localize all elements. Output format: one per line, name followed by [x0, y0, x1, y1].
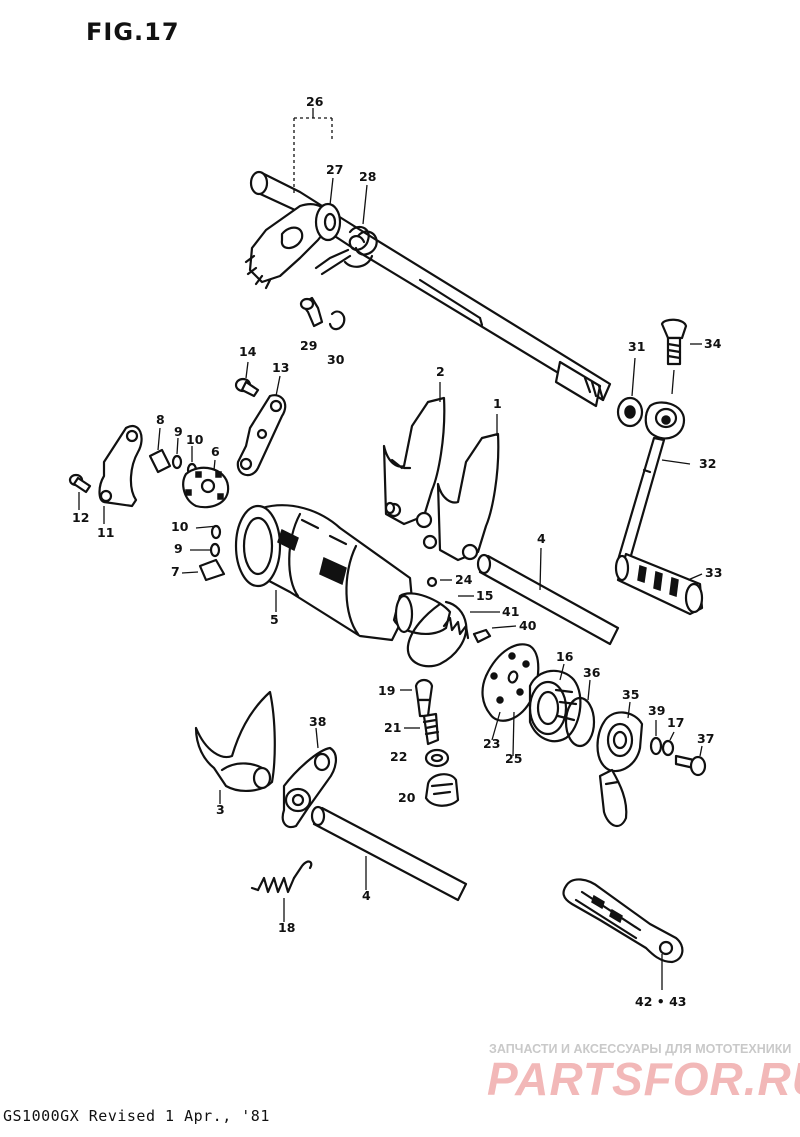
callout-24: 24 [455, 572, 473, 587]
callout-33: 33 [705, 565, 723, 580]
spring-41 [442, 616, 470, 640]
callout-15: 15 [476, 588, 494, 603]
spring-10b [210, 524, 222, 540]
figure-title: FIG.17 [86, 18, 180, 46]
pawl-20 [424, 773, 460, 807]
circlip-15 [406, 600, 468, 668]
bolt-34 [660, 318, 688, 366]
callout-28: 28 [359, 169, 377, 184]
callout-19: 19 [378, 683, 396, 698]
callout-30: 30 [327, 352, 345, 367]
gearshift-cam-5 [234, 504, 452, 642]
callout-42-43: 42 • 43 [635, 994, 687, 1009]
callout-18: 18 [278, 920, 296, 935]
washer-38 [661, 739, 675, 757]
callout-16: 16 [556, 649, 574, 664]
bearing-16 [528, 669, 582, 743]
clip-30 [328, 310, 346, 331]
stopper-plate-11 [98, 425, 143, 508]
callout-9b: 9 [174, 541, 183, 556]
pin-24 [426, 576, 438, 588]
callout-40: 40 [519, 618, 537, 633]
callout-38: 17 [667, 715, 685, 730]
pedal-rubber-33 [614, 552, 704, 616]
callout-29: 29 [300, 338, 318, 353]
callout-35: 35 [622, 687, 640, 702]
shift-fork-1 [422, 432, 500, 562]
callout-14: 14 [239, 344, 257, 359]
callout-12: 12 [72, 510, 90, 525]
callout-17: 38 [309, 714, 327, 729]
shift-lever-32 [616, 401, 686, 568]
bolt-21 [422, 712, 440, 746]
callout-31: 31 [628, 339, 646, 354]
shift-fork-2 [382, 396, 446, 529]
plate-13 [236, 394, 287, 477]
stopper-7 [198, 558, 226, 582]
bolt-19 [414, 678, 434, 718]
callout-20: 20 [398, 790, 416, 805]
shift-lever-17 [281, 746, 337, 829]
callout-9: 9 [174, 424, 183, 439]
callout-1: 1 [493, 396, 502, 411]
callout-39: 39 [648, 703, 666, 718]
washer-31 [616, 396, 644, 428]
callout-36: 36 [583, 665, 601, 680]
watermark-logo: PARTSFOR.RU [487, 1053, 800, 1105]
callout-7: 7 [171, 564, 180, 579]
callout-25: 25 [505, 751, 523, 766]
washer-39 [649, 736, 663, 756]
callout-5: 5 [270, 612, 279, 627]
callout-22: 22 [390, 749, 408, 764]
callout-34: 34 [704, 336, 722, 351]
shift-arm-35 [596, 711, 644, 828]
callout-37: 37 [697, 731, 715, 746]
callout-26: 26 [306, 94, 324, 109]
pin-9 [171, 454, 183, 470]
callout-4-upper: 4 [537, 531, 546, 546]
callout-8: 8 [156, 412, 165, 427]
washer-22 [424, 748, 450, 768]
screw-12 [68, 473, 92, 494]
callout-13: 13 [272, 360, 290, 375]
fork-shaft-4a [476, 553, 620, 646]
callout-21: 21 [384, 720, 402, 735]
bolt-14 [234, 377, 260, 398]
callout-2: 2 [436, 364, 445, 379]
pin-40 [472, 628, 492, 644]
bracket-42-43 [562, 878, 684, 964]
callout-3: 3 [216, 802, 225, 817]
callout-11: 11 [97, 525, 115, 540]
spring-18 [250, 860, 313, 894]
shift-fork-3 [194, 690, 276, 792]
callout-32: 32 [699, 456, 717, 471]
callout-10: 10 [186, 432, 204, 447]
fork-shaft-4b [310, 805, 468, 902]
ring-36 [564, 696, 596, 748]
bolt-37 [674, 754, 707, 777]
callout-41: 41 [502, 604, 520, 619]
callout-10b: 10 [171, 519, 189, 534]
bolt-29 [299, 296, 324, 328]
cam-stopper-8 [148, 448, 172, 474]
callout-4-lower: 4 [362, 888, 371, 903]
callout-27: 27 [326, 162, 344, 177]
gearshift-shaft [244, 170, 612, 408]
watermark-tagline: ЗАПЧАСТИ И АКСЕССУАРЫ ДЛЯ МОТОТЕХНИКИ [489, 1042, 792, 1056]
pin-9b [209, 542, 221, 558]
callout-6: 6 [211, 444, 220, 459]
cam-driven-gear-6 [182, 466, 230, 509]
footer-revision: GS1000GX Revised 1 Apr., '81 [3, 1107, 270, 1125]
callout-23: 23 [483, 736, 501, 751]
